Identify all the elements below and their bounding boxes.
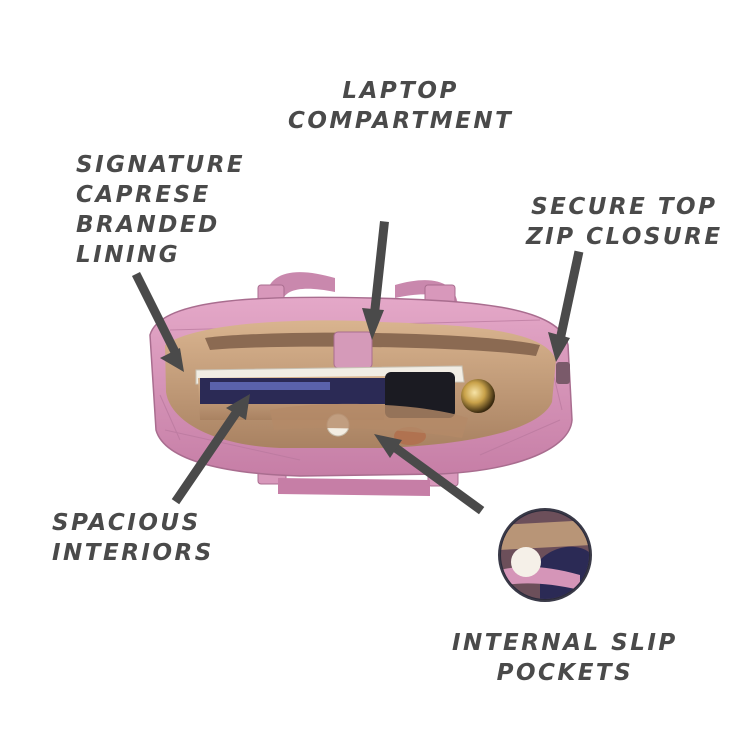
pocket-detail-inset	[498, 508, 592, 602]
pockets-arrow	[386, 439, 485, 515]
laptop-label-line-1: LAPTOP	[342, 78, 459, 104]
zip-closure-label: SECURE TOP ZIP CLOSURE	[526, 192, 723, 252]
spacious-interiors-label: SPACIOUS INTERIORS	[52, 508, 214, 568]
interiors-arrowhead	[226, 394, 250, 420]
slip-pockets-label: INTERNAL SLIP POCKETS	[452, 628, 678, 688]
interiors-label-line-2: INTERIORS	[52, 540, 214, 566]
bag-contents	[195, 365, 495, 445]
laptop-label-line-2: COMPARTMENT	[288, 108, 514, 134]
interiors-arrow	[171, 403, 245, 505]
laptop-compartment-label: LAPTOP COMPARTMENT	[288, 76, 513, 136]
lining-label-line-4: LINING	[76, 242, 181, 268]
pockets-label-line-2: POCKETS	[496, 660, 634, 686]
pockets-label-line-1: INTERNAL SLIP	[452, 630, 678, 656]
pointer-arrows	[131, 221, 584, 515]
lining-label-line-2: CAPRESE	[76, 182, 211, 208]
lining-arrowhead	[160, 348, 184, 372]
zip-arrow	[554, 250, 584, 346]
laptop-arrow	[369, 221, 389, 323]
zip-label-line-2: ZIP CLOSURE	[526, 224, 723, 250]
laptop-arrowhead	[362, 308, 384, 340]
lining-label-line-3: BRANDED	[76, 212, 220, 238]
branded-lining-label: SIGNATURE CAPRESE BRANDED LINING	[76, 150, 245, 270]
zip-label-line-1: SECURE TOP	[531, 194, 718, 220]
lining-arrow	[131, 271, 182, 359]
zip-arrowhead	[548, 332, 570, 362]
lining-label-line-1: SIGNATURE	[76, 152, 246, 178]
arrow-heads	[160, 308, 570, 458]
pockets-arrowhead	[374, 434, 402, 458]
interiors-label-line-1: SPACIOUS	[52, 510, 201, 536]
